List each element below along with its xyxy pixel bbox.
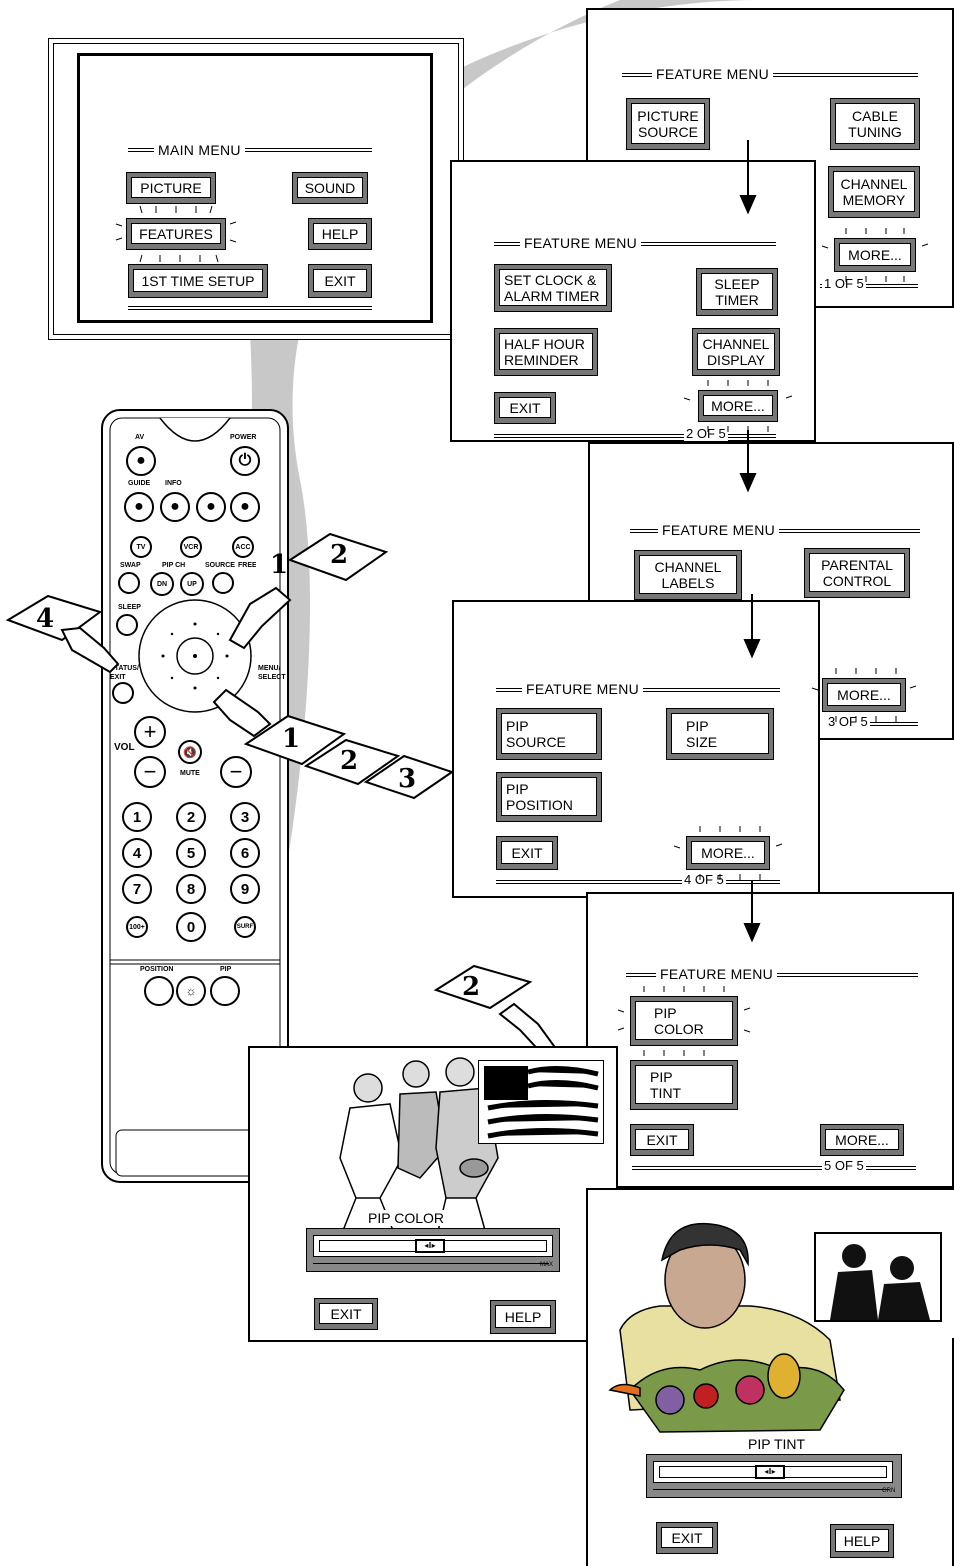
step-2-tag: 2	[462, 972, 480, 1002]
pip-color-label: PIP COLOR	[366, 1210, 446, 1226]
step-2-tag: 2	[330, 540, 348, 570]
pip-tint-slider[interactable]: ◂‖▸	[646, 1454, 902, 1498]
pip-color-screen	[248, 1046, 618, 1342]
step-1-tag: 1	[282, 724, 300, 754]
grn-label: GRN	[882, 1488, 895, 1494]
step-1-tag: 1	[270, 550, 288, 580]
help-button[interactable]: HELP	[830, 1524, 894, 1558]
max-label: MAX	[540, 1262, 553, 1268]
pip-tint-label: PIP TINT	[746, 1436, 807, 1452]
step-3-tag: 3	[398, 764, 416, 794]
pip-color-slider[interactable]: ◂‖▸	[306, 1228, 560, 1272]
exit-button[interactable]: EXIT	[314, 1298, 378, 1330]
slider-thumb[interactable]: ◂‖▸	[755, 1465, 785, 1479]
couple-inset	[814, 1232, 942, 1322]
exit-button[interactable]: EXIT	[656, 1522, 718, 1554]
step-4-tag: 4	[36, 604, 54, 634]
step-2-tag: 2	[340, 746, 358, 776]
flag-inset	[478, 1060, 604, 1144]
slider-thumb[interactable]: ◂‖▸	[415, 1239, 445, 1253]
help-button[interactable]: HELP	[490, 1300, 556, 1334]
